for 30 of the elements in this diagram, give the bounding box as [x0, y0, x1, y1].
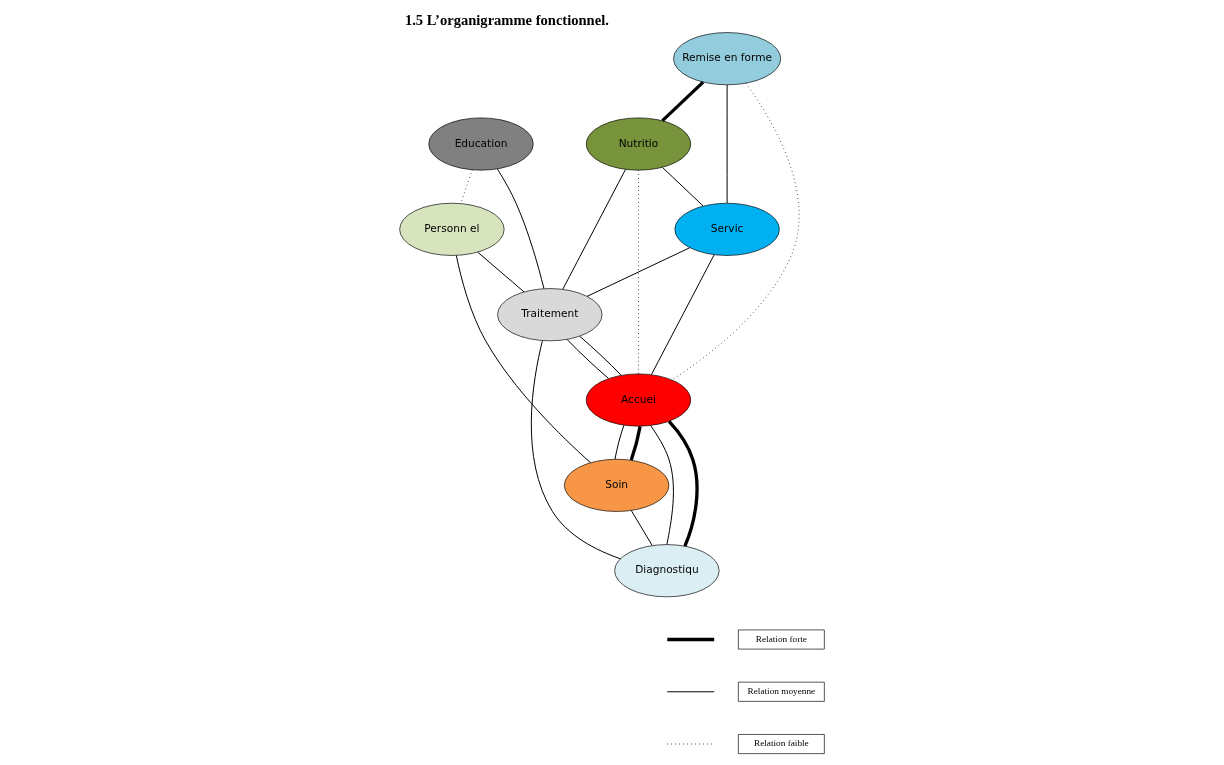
node-ellipse: Nutritio [585, 117, 692, 171]
node-ellipse: Personn el [399, 202, 505, 256]
node-ellipse: Diagnostiqu [614, 544, 720, 598]
connector [566, 338, 609, 379]
connector [477, 251, 525, 293]
connector [586, 247, 691, 297]
diagram-title: 1.5 L’organigramme fonctionnel. [404, 12, 609, 28]
connector [726, 84, 728, 204]
legend-label: Relation moyenne [747, 686, 816, 697]
node-ellipse: Education [428, 117, 534, 171]
connector [614, 424, 625, 460]
connector [496, 168, 545, 290]
legend-label: Relation faible [753, 738, 809, 749]
connector [661, 80, 705, 122]
connector [455, 255, 591, 464]
node-ellipse: Servic [674, 202, 780, 256]
node-ellipse: Accuei [585, 373, 692, 427]
node-ellipse: Remise en forme [673, 32, 782, 86]
connector [630, 510, 653, 546]
connector [579, 335, 622, 376]
connector [629, 426, 642, 461]
connector [562, 169, 626, 290]
connector [661, 166, 704, 207]
node-ellipse: Soin [564, 458, 670, 512]
connector [667, 420, 699, 547]
connector [650, 425, 674, 545]
connector [651, 254, 715, 375]
connector [530, 340, 621, 560]
legend-label: Relation forte [755, 633, 807, 644]
node-ellipse: Traitement [497, 288, 603, 342]
